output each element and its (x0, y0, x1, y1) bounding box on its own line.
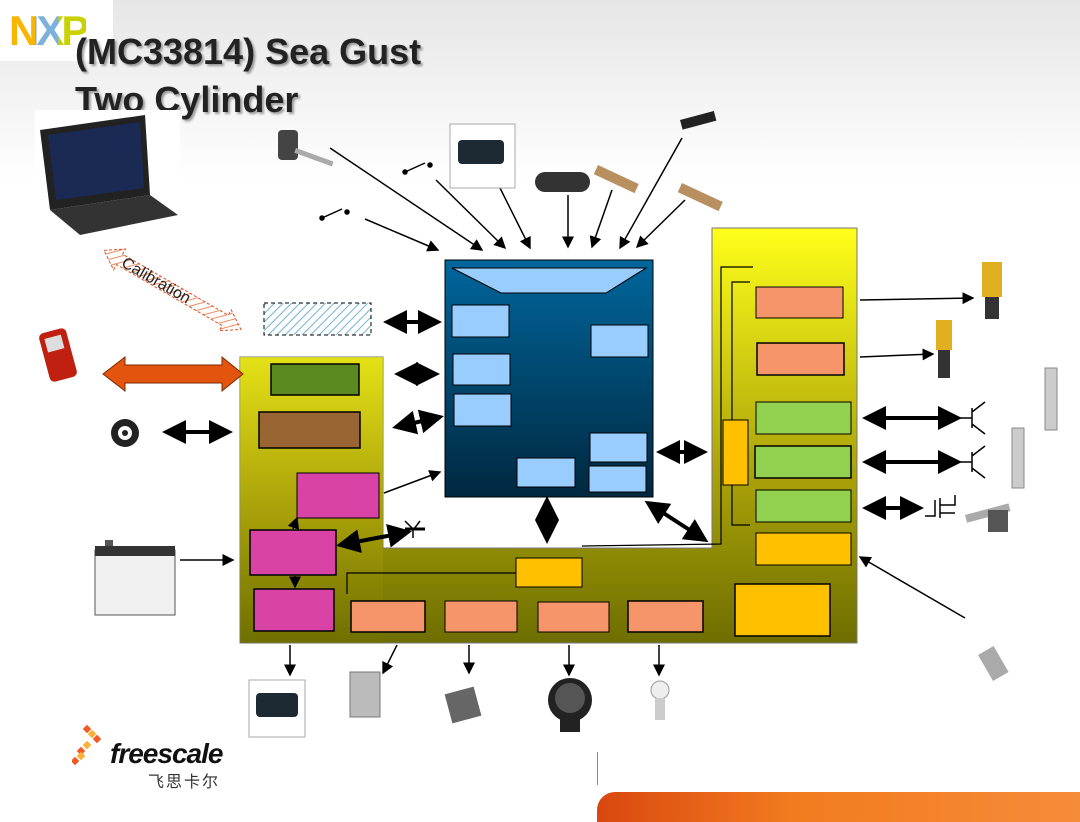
spi-block (722, 419, 749, 486)
position-sensor-icon (680, 110, 717, 130)
mcu-peripheral (452, 353, 511, 386)
sensor-arrows (180, 137, 975, 677)
ignition-driver (754, 445, 852, 479)
fuel-pump-icon (349, 671, 381, 718)
o2-heater-driver (755, 489, 852, 523)
bidirectional-arrows (162, 310, 962, 554)
throttle-grip-icon (535, 172, 590, 192)
laptop-icon (35, 110, 180, 235)
mcu-peripheral (451, 304, 510, 338)
mcu-peripheral (590, 324, 649, 358)
mcu-peripheral (588, 465, 647, 493)
spark-plug-icon (1011, 367, 1058, 489)
footer-divider (597, 752, 598, 785)
regulator-b (249, 529, 337, 576)
mcu-peripheral (516, 457, 576, 488)
mcu-peripherals (451, 304, 649, 493)
transistor-symbol-icon (404, 520, 425, 538)
battery-icon (94, 540, 176, 616)
calibration-arrow: Calibration (103, 248, 242, 332)
tachometer-icon (548, 678, 592, 732)
mcu-peripheral (453, 393, 512, 427)
regulator-a (296, 472, 380, 519)
freescale-logo-mark (72, 724, 102, 766)
footer-orange-bar (597, 792, 1080, 822)
freescale-logo-text: freescale (110, 738, 223, 769)
fuel-injector-icon (936, 262, 1002, 378)
diagnostic-link-arrow (102, 355, 244, 393)
map-sensor-icon (449, 123, 516, 189)
calibration-label: Calibration (119, 254, 194, 307)
ignition-key-icon (978, 646, 1009, 681)
scan-tool-icon (39, 328, 77, 382)
freescale-chinese-text: 飞思卡尔 (148, 774, 221, 791)
driver (627, 600, 704, 633)
switch-icon (402, 162, 433, 175)
map-sensor-icon (248, 679, 306, 738)
can-transceiver (270, 363, 360, 396)
bus-block (515, 557, 583, 588)
o2-sensor-icon (278, 130, 334, 167)
injector-driver (756, 342, 845, 376)
wake-block (755, 532, 852, 566)
ignition-driver (755, 401, 852, 435)
o2-sensor-icon (964, 503, 1011, 532)
vrs-interface (258, 411, 361, 449)
nxp-logo: NXP (0, 0, 113, 61)
power-block (734, 583, 831, 637)
nxp-logo-text: NXP (9, 7, 89, 54)
relay-icon (444, 686, 482, 724)
driver (350, 600, 426, 633)
title-line-1: (MC33814) Sea Gust (75, 31, 422, 72)
driver (444, 600, 518, 633)
regulator-c (253, 588, 335, 632)
switch-icon (319, 208, 350, 221)
calibration-interface (263, 302, 372, 336)
crank-wheel-icon (111, 419, 139, 447)
driver (537, 601, 610, 633)
injector-driver (755, 286, 844, 319)
mcu-bus (451, 267, 648, 294)
mcu-peripheral (589, 432, 648, 463)
igbt-symbol-icon (925, 401, 986, 518)
lamp-bulb-icon (650, 680, 670, 720)
internal-bus-lines (346, 266, 753, 594)
temp-sensor-icon (593, 164, 723, 212)
